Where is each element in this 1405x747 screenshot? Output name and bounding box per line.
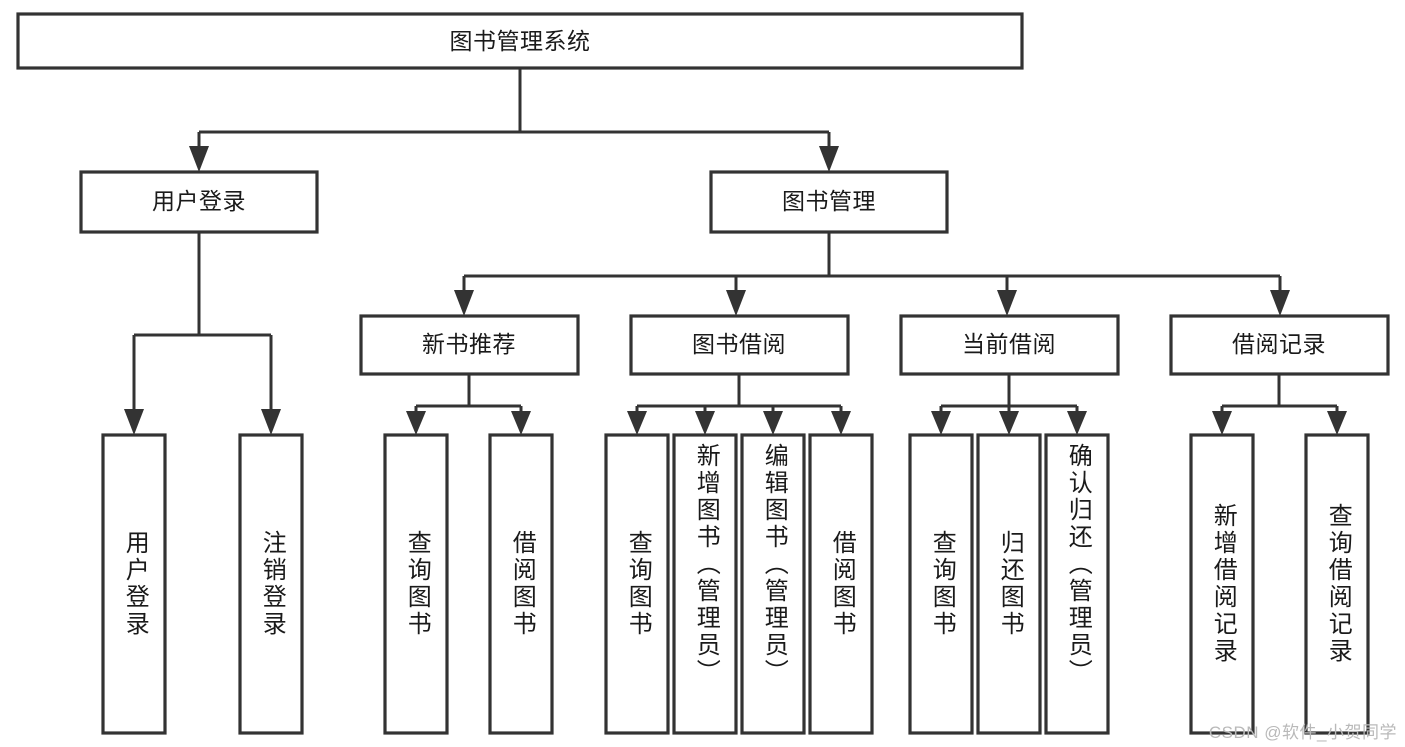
arrow-to-leaf-return-book — [999, 411, 1019, 435]
arrow-to-user-login — [189, 146, 209, 172]
leaf-logout-box[interactable] — [238, 433, 304, 735]
arrow-to-leaf-query-record — [1327, 411, 1347, 435]
node-root-label: 图书管理系统 — [450, 28, 591, 54]
node-book-manage-box[interactable] — [709, 170, 949, 234]
leaf-query-book-2-box[interactable] — [604, 433, 670, 735]
node-current-borrow-label: 当前借阅 — [962, 331, 1056, 357]
leaf-query-record-box[interactable] — [1304, 433, 1370, 735]
leaf-confirm-return-box[interactable] — [1044, 433, 1110, 735]
arrow-to-leaf-query-book-2 — [627, 411, 647, 435]
node-borrow-record-box[interactable] — [1169, 314, 1390, 376]
leaf-add-book-box[interactable] — [672, 433, 738, 735]
node-user-login-box[interactable] — [79, 170, 319, 234]
node-user-login-label: 用户登录 — [152, 188, 246, 214]
arrow-to-leaf-query-book-3 — [931, 411, 951, 435]
arrow-to-book-manage — [819, 146, 839, 172]
node-root-box[interactable] — [16, 12, 1024, 70]
arrow-to-borrow-record — [1270, 290, 1290, 316]
node-layer: 图书管理系统 用户登录 图书管理 新书推荐 图书借阅 当前借阅 借阅记录 — [16, 12, 1390, 376]
leaf-return-book-box[interactable] — [976, 433, 1042, 735]
node-new-book-rec-box[interactable] — [359, 314, 580, 376]
arrow-to-leaf-borrow-book-2 — [831, 411, 851, 435]
watermark-text: CSDN @软件_小贺同学 — [1208, 723, 1397, 742]
leaf-layer — [101, 433, 1370, 735]
leaf-borrow-book-1-box[interactable] — [488, 433, 554, 735]
leaf-borrow-book-2-box[interactable] — [808, 433, 874, 735]
arrow-to-leaf-logout — [261, 409, 281, 435]
node-book-borrow-label: 图书借阅 — [692, 331, 786, 357]
arrow-to-leaf-user-login — [124, 409, 144, 435]
node-book-borrow-box[interactable] — [629, 314, 850, 376]
leaf-query-book-3-box[interactable] — [908, 433, 974, 735]
arrow-to-leaf-query-book-1 — [406, 411, 426, 435]
arrow-to-book-borrow — [726, 290, 746, 316]
node-borrow-record-label: 借阅记录 — [1232, 331, 1326, 357]
arrow-to-new-book-rec — [454, 290, 474, 316]
node-current-borrow-box[interactable] — [899, 314, 1120, 376]
node-book-manage-label: 图书管理 — [782, 188, 876, 214]
leaf-query-book-1-box[interactable] — [383, 433, 449, 735]
connector-layer — [124, 68, 1347, 435]
arrow-to-leaf-borrow-book-1 — [511, 411, 531, 435]
arrow-to-leaf-add-book — [695, 411, 715, 435]
arrow-to-leaf-add-record — [1212, 411, 1232, 435]
arrow-to-current-borrow — [997, 290, 1017, 316]
arrow-to-leaf-edit-book — [763, 411, 783, 435]
leaf-edit-book-box[interactable] — [740, 433, 806, 735]
arrow-to-leaf-confirm-return — [1067, 411, 1087, 435]
leaf-user-login-box[interactable] — [101, 433, 167, 735]
leaf-add-record-box[interactable] — [1189, 433, 1255, 735]
node-new-book-rec-label: 新书推荐 — [422, 331, 516, 357]
